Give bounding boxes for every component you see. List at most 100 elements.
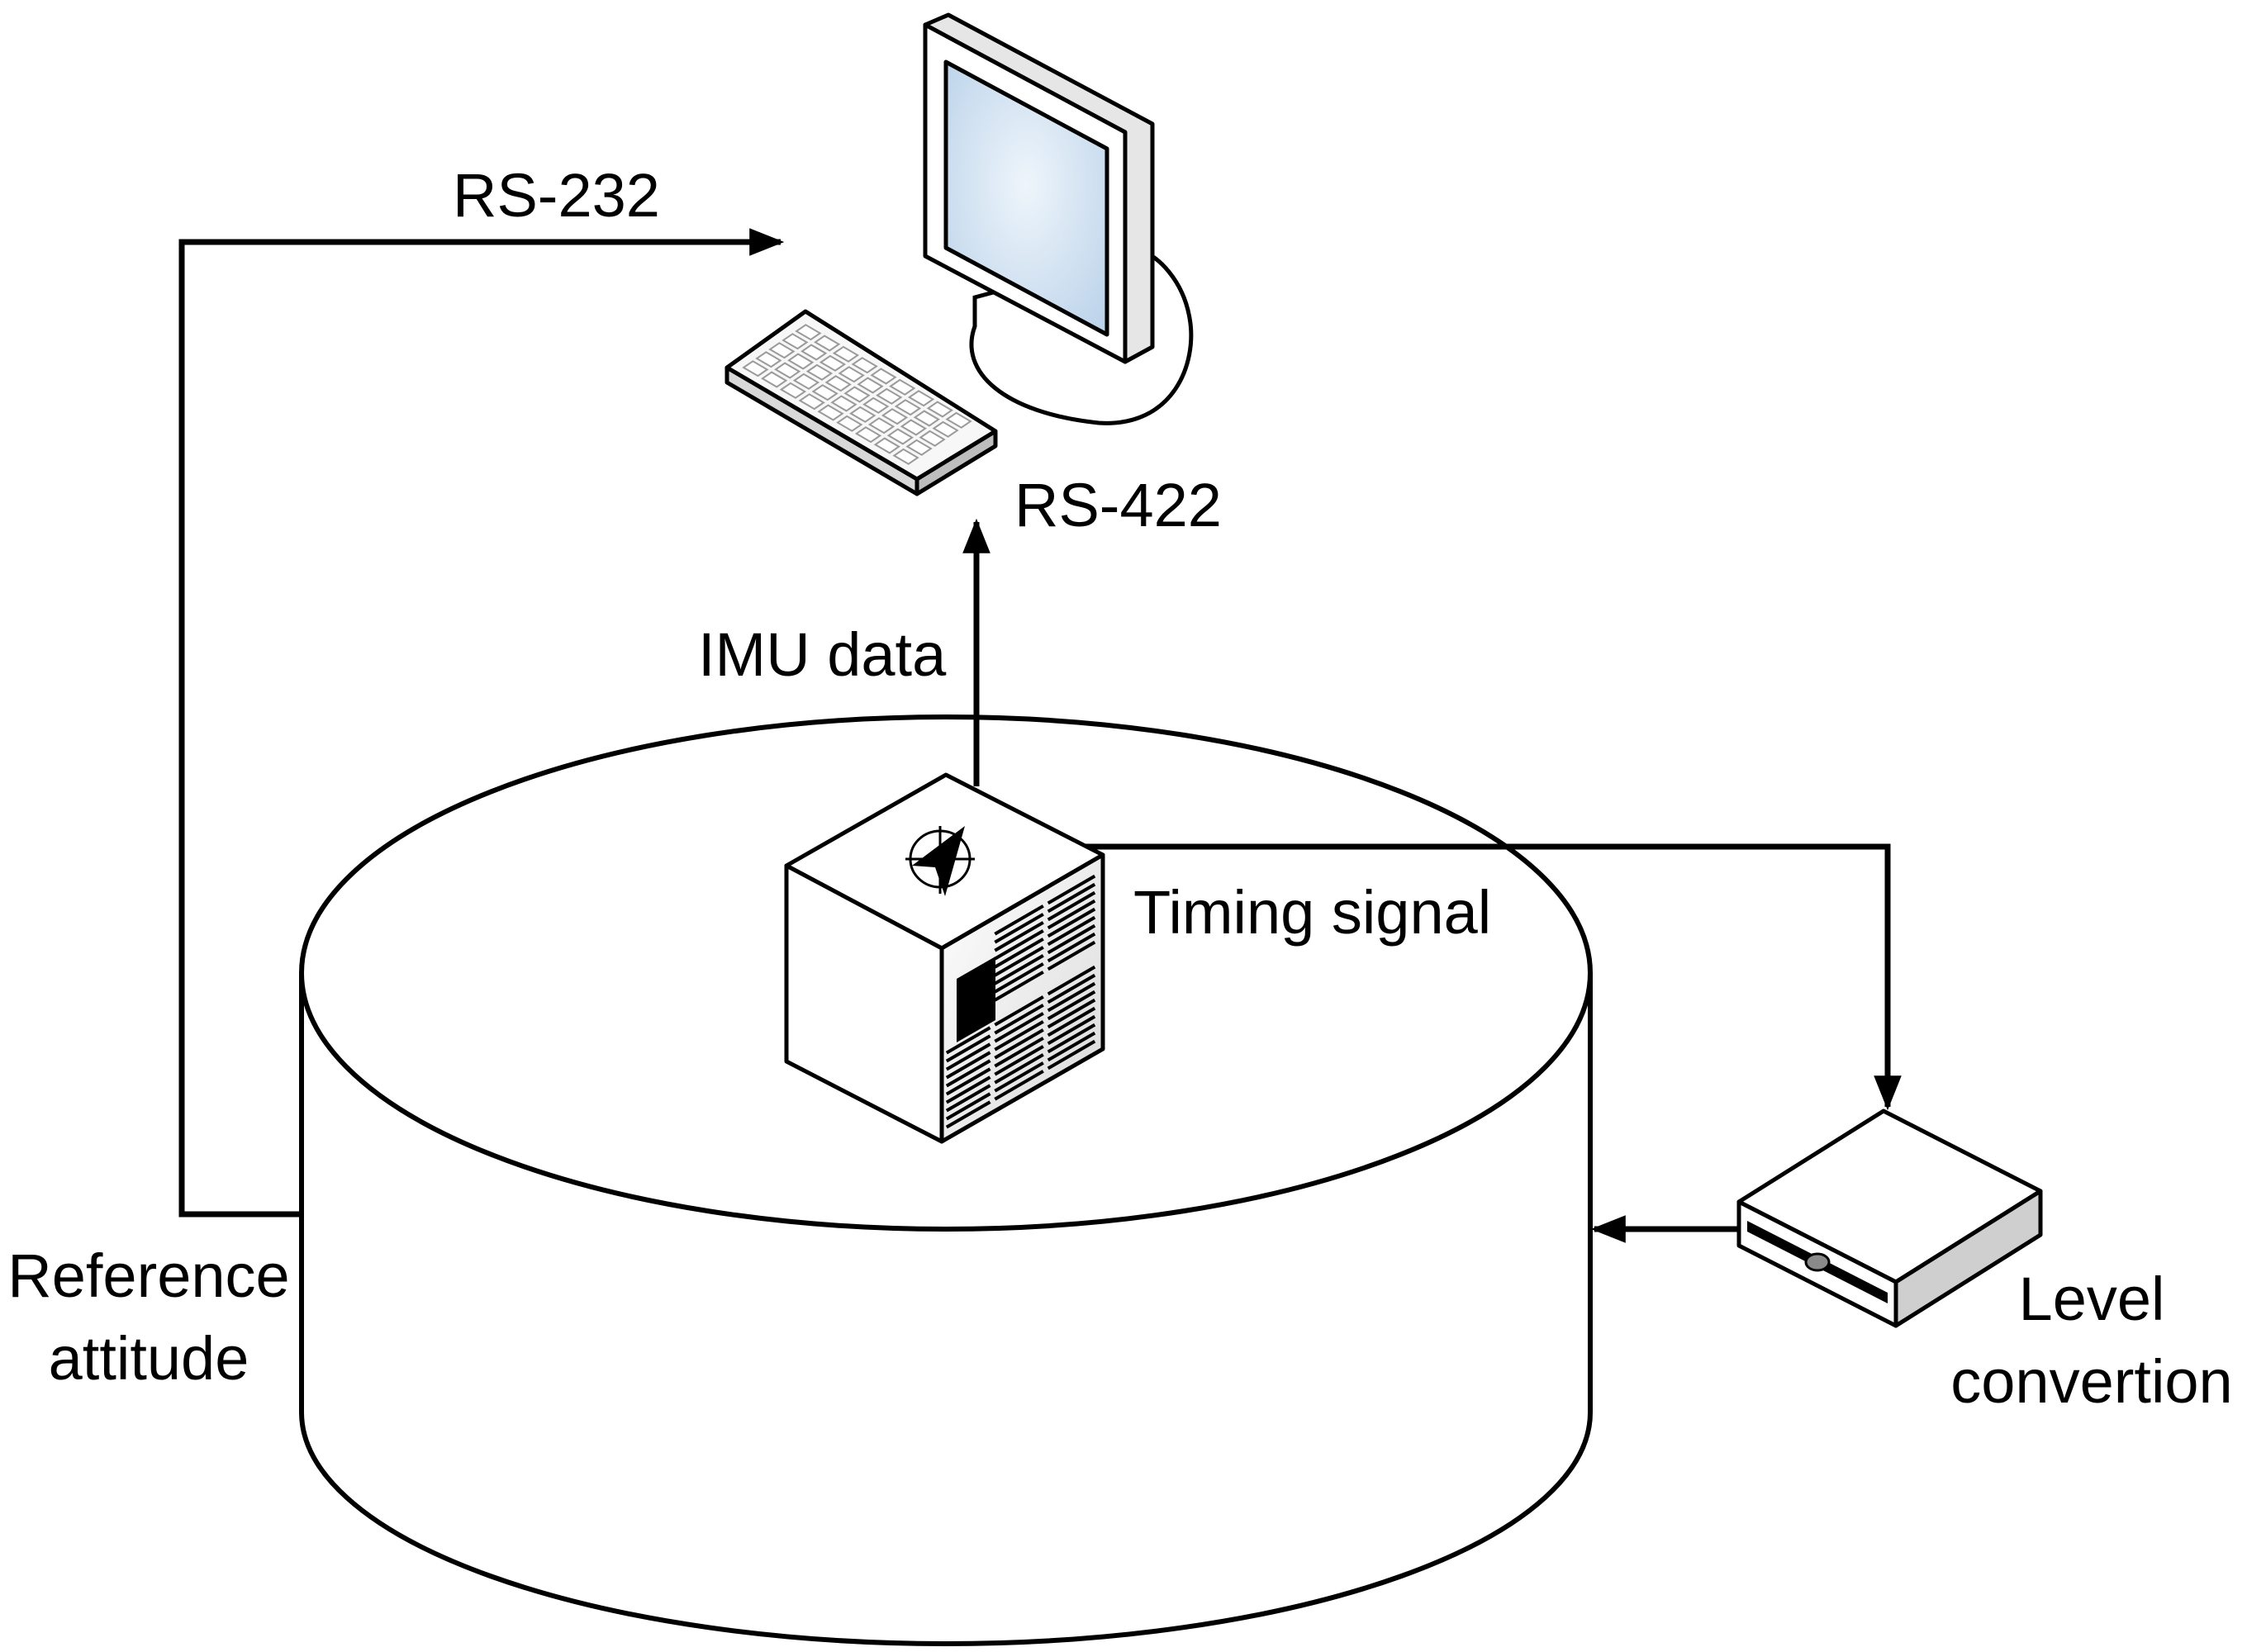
vent-slat (994, 1028, 1044, 1060)
vent-slat (1047, 973, 1096, 1004)
reference-attitude-label-line1: Reference (7, 1241, 289, 1310)
vent-slat (1047, 932, 1096, 963)
vent-slat (994, 995, 1044, 1027)
keyboard-key (819, 354, 847, 372)
vent-slat (1047, 998, 1096, 1029)
reference-attitude-label-line2: attitude (49, 1324, 249, 1393)
keyboard-key (800, 344, 828, 361)
vent-slat (994, 954, 1044, 985)
keyboard-key (838, 366, 865, 383)
keyboard-key (795, 324, 822, 341)
rs232-connection-line (178, 228, 785, 1218)
keyboard-icon (724, 309, 998, 496)
vent-slat (994, 938, 1044, 969)
keyboard-key (886, 428, 914, 445)
vent-slat (945, 1026, 991, 1055)
keyboard-key (905, 439, 933, 456)
imu-cube-icon (784, 772, 1105, 1144)
vent-slat (1047, 907, 1096, 938)
vent-slat (945, 1067, 991, 1096)
vent-slat (945, 1051, 991, 1080)
keyboard-key (830, 395, 857, 412)
vent-slat (1047, 981, 1096, 1013)
vent-slat (994, 1004, 1044, 1035)
keyboard-key (814, 335, 841, 352)
keyboard-key (768, 342, 796, 359)
converter-right (1893, 1189, 2043, 1328)
keyboard-key (779, 382, 807, 399)
keyboard-key (881, 408, 909, 425)
vent-slat (945, 1059, 991, 1088)
timing-signal-label: Timing signal (1133, 878, 1491, 947)
vent-slat (994, 1012, 1044, 1043)
vent-slat (1047, 1023, 1096, 1054)
level-convertion-label-line1: Level (2019, 1265, 2165, 1333)
keyboard-key (900, 419, 927, 436)
imu-vent-grilles (945, 874, 1096, 1129)
vent-slat (1047, 1039, 1096, 1070)
vent-slat (1047, 923, 1096, 955)
keyboard-key (892, 448, 919, 465)
keyboard-key (761, 371, 788, 388)
keyboard-key (787, 353, 815, 370)
keyboard-key (805, 363, 834, 381)
keyboard-key (781, 333, 809, 350)
keyboard-key (913, 410, 940, 427)
vent-slat (1047, 990, 1096, 1021)
keyboard-key (907, 390, 935, 407)
vent-slat (994, 1020, 1044, 1051)
level-converter-icon (1736, 1108, 2043, 1328)
keyboard-keys (742, 324, 972, 465)
vent-slat (994, 904, 1044, 936)
vent-slat (1047, 899, 1096, 930)
vent-slat (994, 1061, 1044, 1093)
vent-slat (945, 1084, 991, 1113)
computer-icon (923, 12, 1194, 425)
timing-signal-line (1074, 843, 1902, 1111)
vent-slat (1047, 882, 1096, 914)
vent-slat (945, 1092, 991, 1121)
vent-slat (945, 1100, 991, 1129)
vent-slat (1047, 1031, 1096, 1062)
keyboard-key (811, 384, 838, 401)
keyboard-key (862, 396, 890, 414)
vent-slat (945, 1034, 991, 1063)
keyboard-key (774, 362, 801, 379)
keyboard-key (867, 417, 895, 434)
vent-slat (1047, 890, 1096, 922)
keyboard-key (873, 437, 900, 454)
vent-slat (1047, 1014, 1096, 1046)
compass-icon (905, 826, 975, 896)
level-convertion-label-line2: convertion (1950, 1347, 2232, 1416)
keyboard-key (832, 345, 860, 363)
vent-slat (1047, 965, 1096, 996)
vent-slat (945, 1042, 991, 1071)
keyboard-key (792, 373, 820, 390)
keyboard-key (894, 399, 922, 416)
rs232-label: RS-232 (453, 161, 660, 230)
keyboard-key (836, 415, 863, 432)
keyboard-key (755, 351, 782, 368)
vent-slat (994, 946, 1044, 977)
vent-slat (1047, 915, 1096, 947)
imu-data-label: IMU data (698, 620, 947, 689)
vent-slat (1047, 874, 1096, 905)
keyboard-key (889, 378, 916, 396)
vent-slat (994, 1037, 1044, 1068)
vent-slat (994, 1070, 1044, 1101)
keyboard-key (851, 357, 878, 374)
vent-slat (994, 971, 1044, 1002)
vent-slat (994, 921, 1044, 952)
keyboard-key (919, 430, 946, 447)
vent-slat (994, 913, 1044, 944)
keyboard-key (798, 393, 825, 411)
keyboard-key (854, 426, 882, 444)
keyboard-key (817, 404, 844, 421)
vent-slat (1047, 940, 1096, 971)
monitor-screen (943, 59, 1109, 337)
vent-slat (945, 1075, 991, 1104)
imu-display-panel (957, 957, 995, 1042)
keyboard-key (945, 411, 972, 429)
keyboard-key (870, 368, 897, 385)
